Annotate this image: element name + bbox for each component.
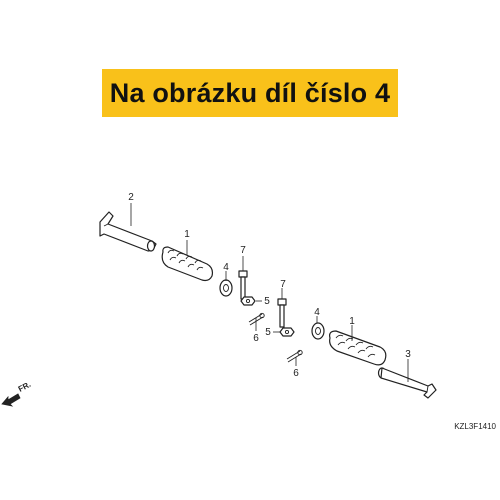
callout-2: 2 bbox=[128, 192, 134, 203]
callout-7: 7 bbox=[240, 245, 246, 256]
banner-title: Na obrázku díl číslo 4 bbox=[109, 77, 391, 108]
part-7-bolt-left bbox=[238, 270, 248, 300]
part-6-cotter-pin-left bbox=[248, 312, 265, 326]
front-direction-arrow-icon bbox=[1, 393, 21, 407]
part-3-bracket-rod bbox=[377, 367, 437, 399]
callout-4-second: 4 bbox=[314, 307, 320, 318]
callout-6-second: 6 bbox=[293, 368, 299, 379]
callout-5: 5 bbox=[264, 296, 270, 307]
callout-6: 6 bbox=[253, 333, 259, 344]
part-number-banner: Na obrázku díl číslo 4 bbox=[102, 69, 398, 117]
callout-3: 3 bbox=[405, 349, 411, 360]
callout-7-second: 7 bbox=[280, 279, 286, 290]
part-2-bracket-rod bbox=[99, 211, 157, 252]
part-1-footpeg-rubber-right bbox=[329, 330, 387, 366]
front-direction-label: FR. bbox=[17, 380, 33, 394]
callout-5-second: 5 bbox=[265, 327, 271, 338]
part-6-cotter-pin-right bbox=[286, 349, 303, 363]
callout-4: 4 bbox=[223, 262, 229, 273]
part-4-washer-right bbox=[311, 322, 325, 340]
callout-1: 1 bbox=[184, 229, 190, 240]
part-1-footpeg-rubber bbox=[161, 246, 214, 282]
callout-1-second: 1 bbox=[349, 316, 355, 327]
leader-lines bbox=[130, 203, 409, 382]
diagram-code: KZL3F1410 bbox=[454, 422, 496, 431]
part-7-bolt-right bbox=[277, 298, 287, 328]
part-4-washer-left bbox=[219, 279, 233, 297]
part-5-nut-left bbox=[240, 296, 256, 306]
part-5-nut-right bbox=[279, 327, 295, 337]
